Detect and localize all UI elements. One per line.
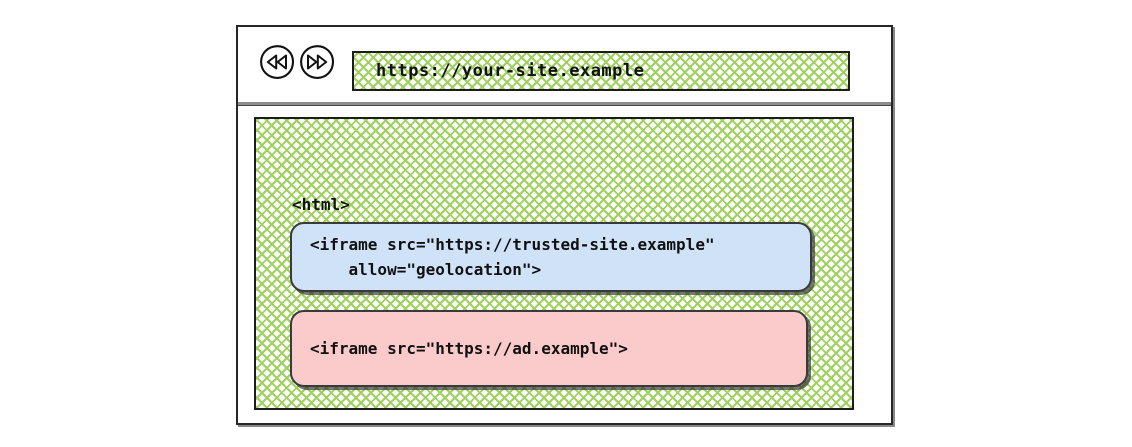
back-button[interactable] (258, 43, 296, 81)
forward-button[interactable] (298, 43, 336, 81)
iframe-trusted-site[interactable]: <iframe src="https://trusted-site.exampl… (290, 222, 812, 292)
iframe-trusted-site-code: <iframe src="https://trusted-site.exampl… (310, 235, 715, 279)
toolbar-separator (238, 102, 891, 106)
iframe-ad-code: <iframe src="https://ad.example"> (310, 339, 628, 358)
code-line-html-tag: <html> (292, 195, 350, 214)
browser-toolbar: https://your-site.example (238, 27, 891, 103)
url-text: https://your-site.example (376, 61, 645, 81)
fast-forward-icon (298, 43, 336, 81)
browser-window: https://your-site.example <html> // your… (236, 25, 893, 425)
url-bar[interactable]: https://your-site.example (352, 51, 850, 91)
page-content-area: <html> // your-site.example code <iframe… (254, 117, 854, 410)
navigation-buttons (258, 43, 336, 81)
rewind-icon (258, 43, 296, 81)
iframe-ad[interactable]: <iframe src="https://ad.example"> (290, 310, 808, 387)
